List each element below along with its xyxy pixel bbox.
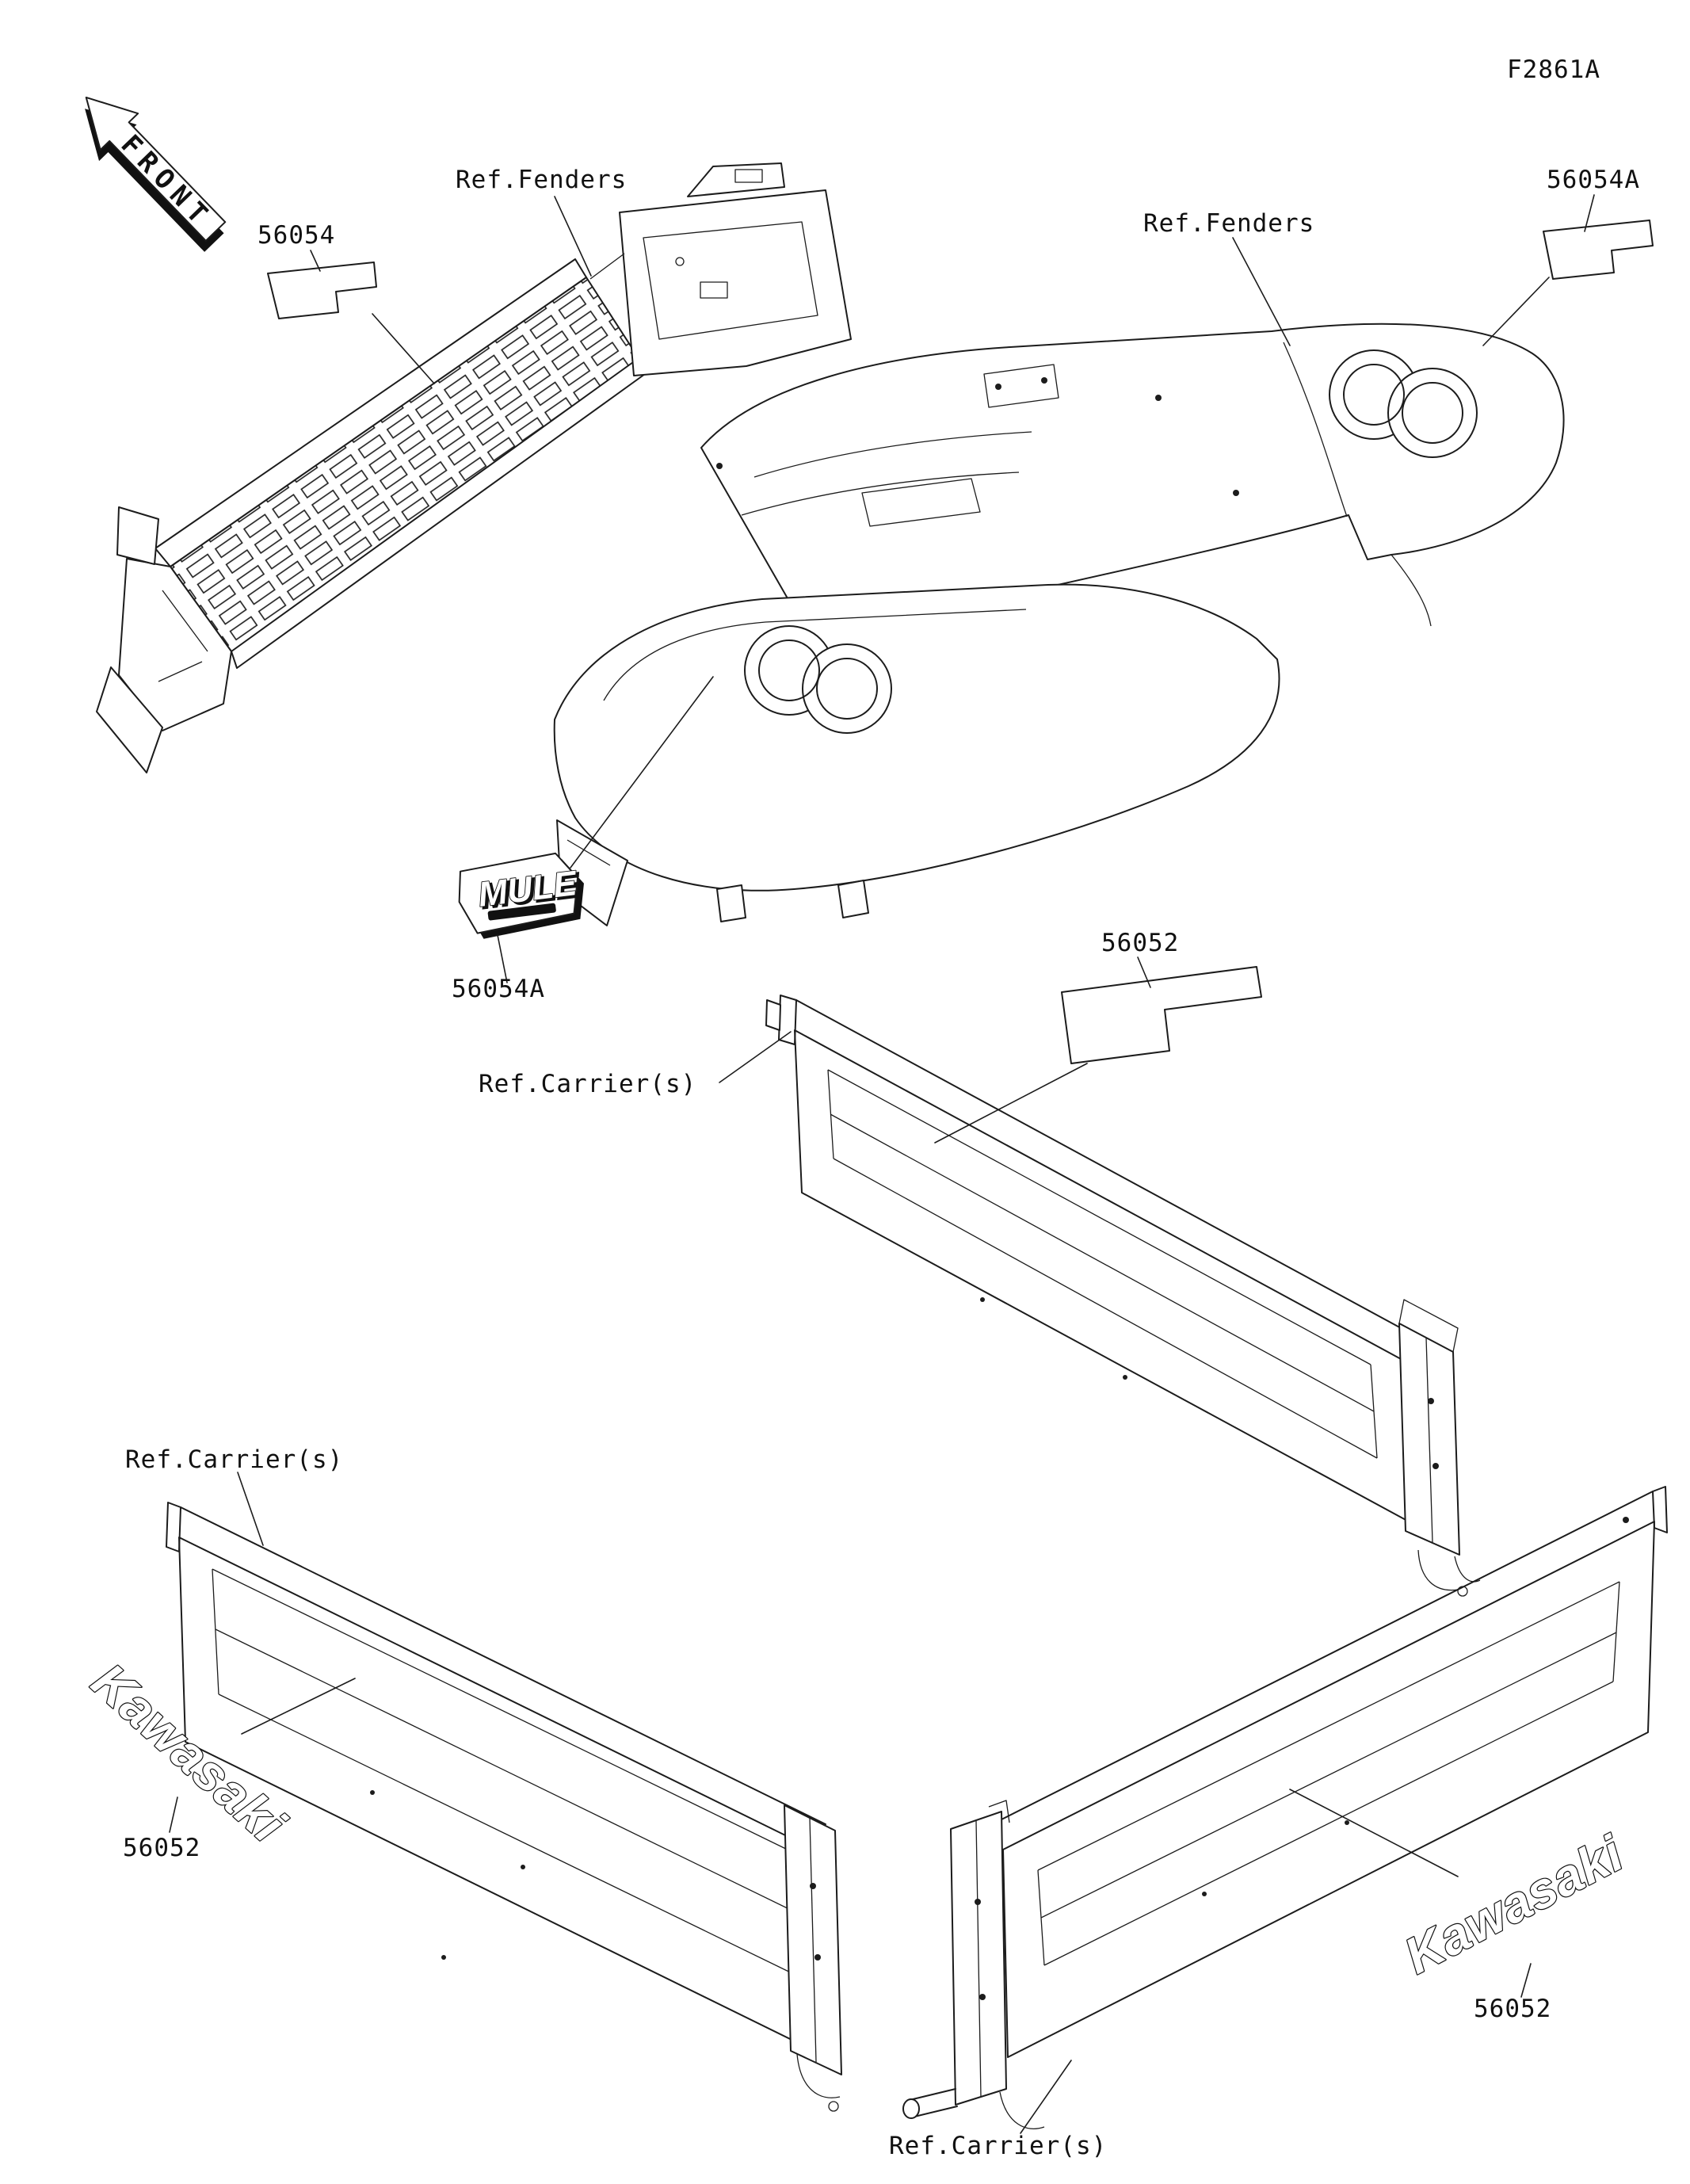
carrier-tailgate-drawing <box>765 995 1481 1597</box>
front-arrow-shape <box>85 96 227 242</box>
ref-carriers-label-left: Ref.Carrier(s) <box>125 1445 343 1474</box>
part-number-56054a-front: 56054A <box>452 975 545 1003</box>
part-number-56054: 56054 <box>258 221 335 250</box>
decal-56052-strip <box>1061 966 1262 1064</box>
ref-fenders-label-left: Ref.Fenders <box>456 166 627 194</box>
decal-56054-strip <box>267 262 377 319</box>
part-number-56052-top: 56052 <box>1101 929 1179 957</box>
figure-code-label: F2861A <box>1507 55 1600 84</box>
kawasaki-decal-left: Kawasaki <box>80 1651 296 1855</box>
cup-recess-left <box>744 625 892 734</box>
labels: F2861A Ref.Fenders Ref.Fenders 56054 560… <box>123 55 1640 2160</box>
cup-recess-right <box>1329 349 1478 458</box>
kawasaki-decal-right: Kawasaki <box>1394 1823 1634 1986</box>
grille-slats <box>169 276 640 653</box>
front-grille-assembly-drawing <box>96 162 852 773</box>
hood-fenders-assembly-drawing <box>553 323 1565 926</box>
carrier-right-panel-drawing <box>902 1486 1668 2129</box>
part-number-56052-right: 56052 <box>1474 1995 1551 2023</box>
hood-front-panel <box>553 583 1280 892</box>
mule-decal-subtext-bar <box>487 903 556 921</box>
front-arrow-label: FRONT <box>115 128 219 235</box>
carrier-left-panel-drawing <box>166 1502 842 2112</box>
leader-lines <box>169 194 1595 2134</box>
decal-strips <box>267 220 1654 1064</box>
part-number-56054a-right: 56054A <box>1547 166 1640 194</box>
ref-carriers-label-middle: Ref.Carrier(s) <box>479 1070 696 1098</box>
kawasaki-decal-left-text: Kawasaki <box>82 1652 296 1854</box>
part-number-56052-left: 56052 <box>123 1834 200 1862</box>
ref-carriers-label-bottom: Ref.Carrier(s) <box>889 2132 1107 2160</box>
grille-side-panel <box>619 189 852 376</box>
kawasaki-decal-right-text: Kawasaki <box>1395 1824 1632 1984</box>
front-direction-arrow: FRONT <box>85 96 227 252</box>
mule-logo-decal: MULE MULE <box>458 852 584 939</box>
decal-56054a-strip <box>1543 220 1654 280</box>
ref-fenders-label-right: Ref.Fenders <box>1143 209 1314 238</box>
